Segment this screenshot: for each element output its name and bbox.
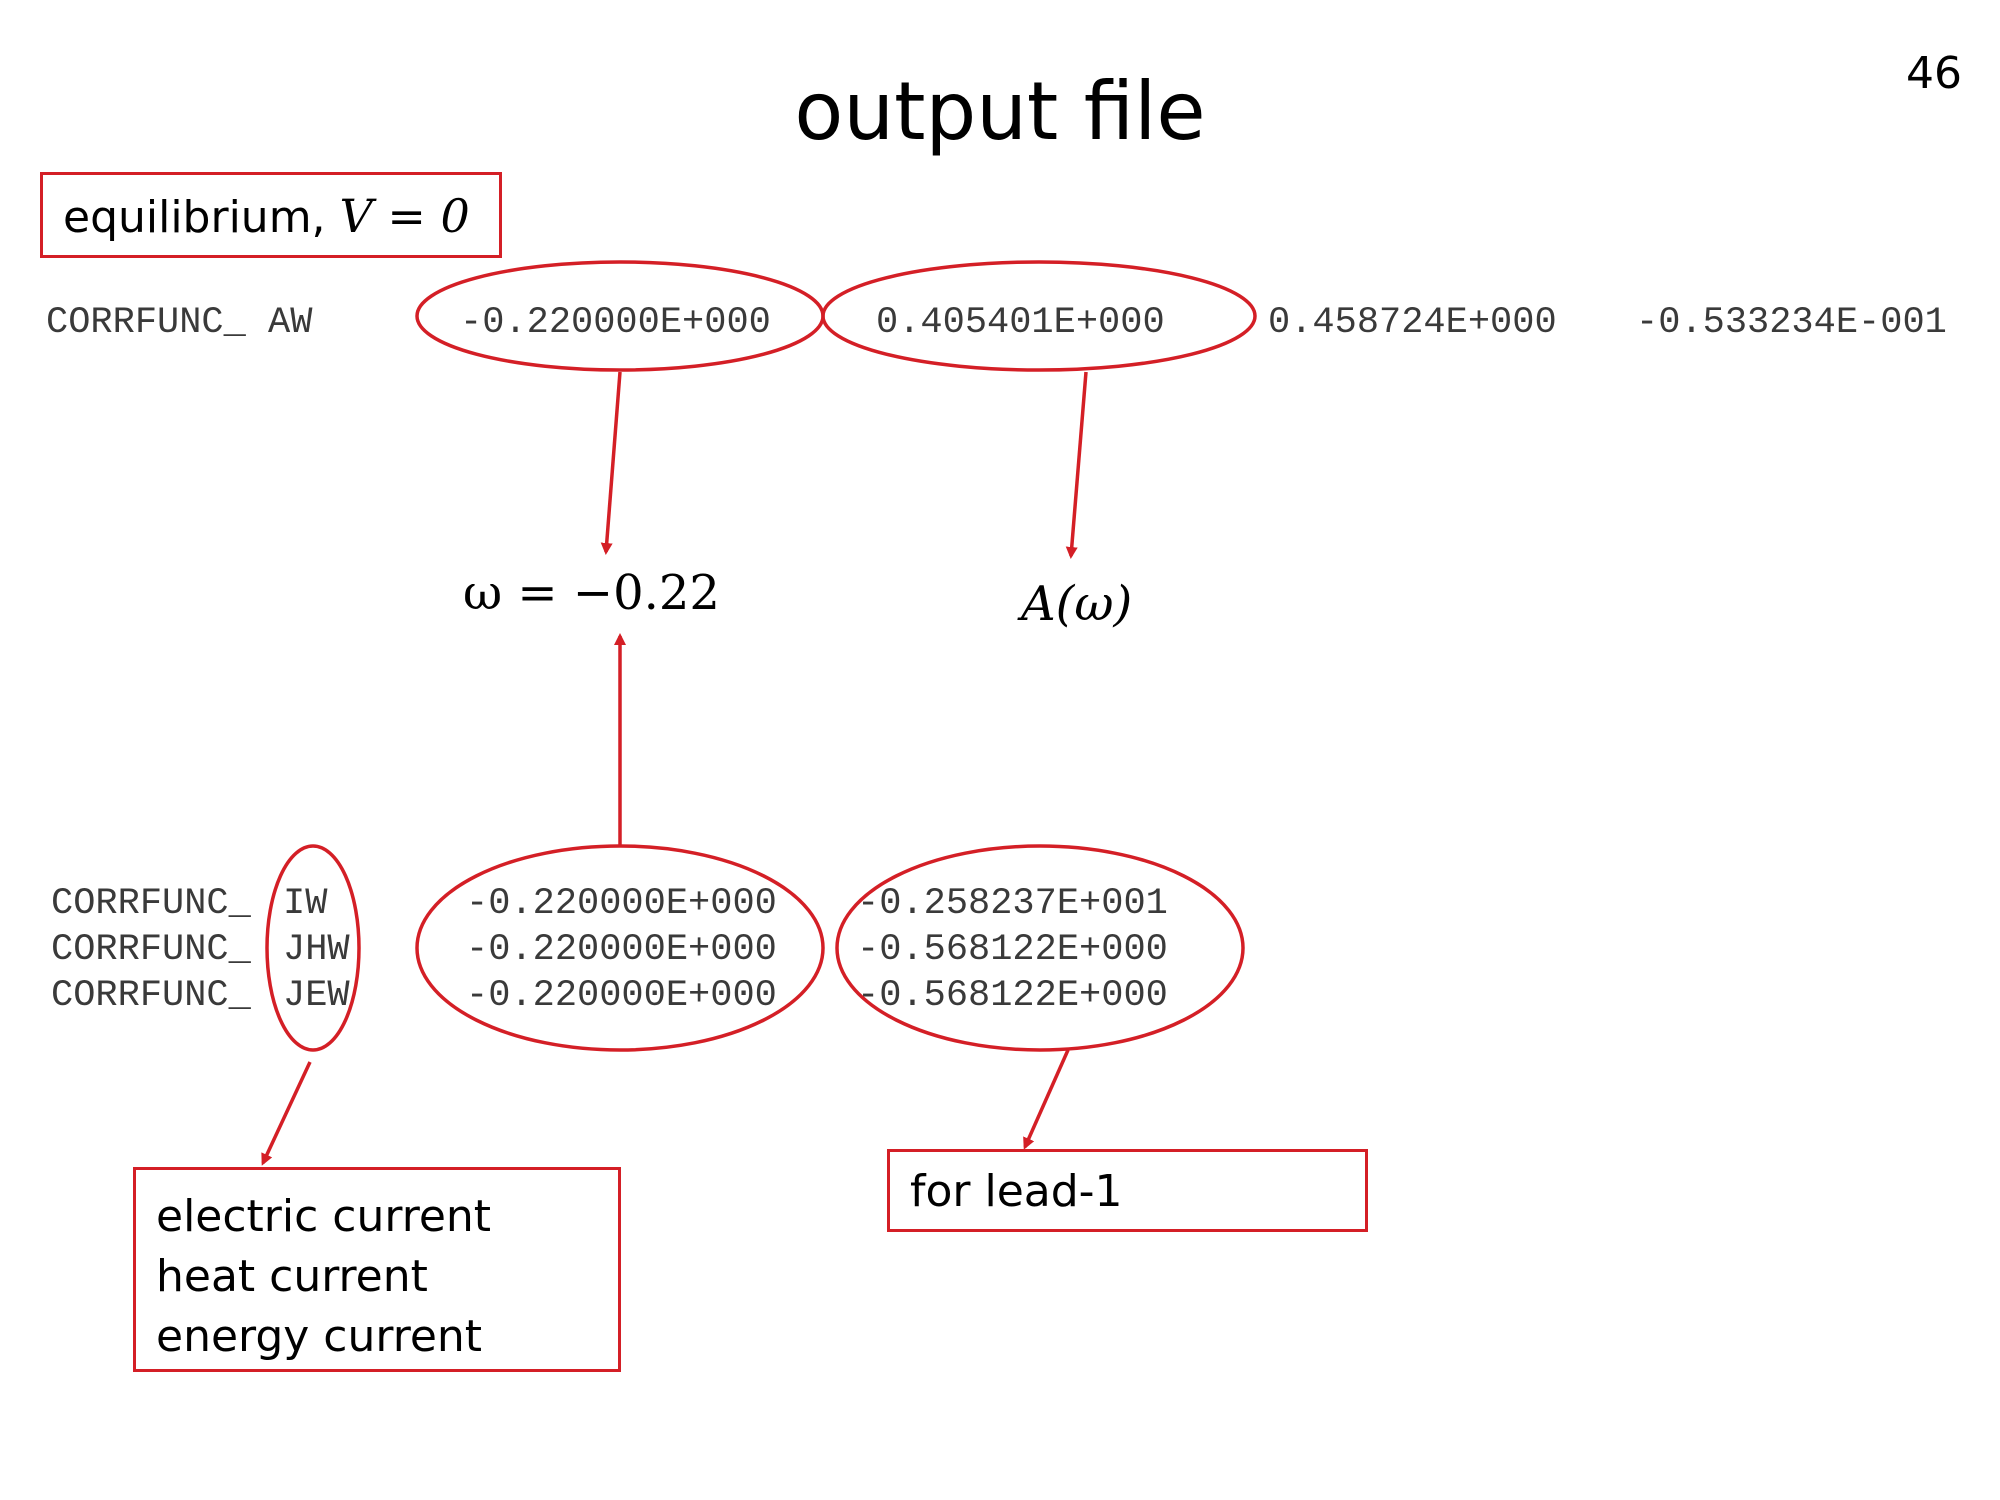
current-type-heat: heat current: [156, 1251, 428, 1302]
current-type-energy: energy current: [156, 1311, 483, 1362]
equilibrium-label-box: equilibrium, V = 0: [40, 172, 502, 258]
spectral-highlight-ellipse: [821, 260, 1257, 372]
aw-value-4: -0.533234E-001: [1636, 302, 1947, 344]
row-code-jew: JEW: [283, 975, 350, 1017]
arrow-to-current-types: [261, 1061, 312, 1166]
row-prefix: CORRFUNC_: [51, 929, 251, 971]
aw-value-3: 0.458724E+000: [1268, 302, 1557, 344]
voltage-equation: V = 0: [339, 189, 470, 243]
current-type-electric: electric current: [156, 1191, 492, 1242]
arrow-to-spectral: [1065, 371, 1088, 559]
row-code-iw: IW: [283, 883, 328, 925]
aw-value-spectral: 0.405401E+000: [876, 302, 1165, 344]
current-types-box: electric current heat current energy cur…: [133, 1167, 621, 1372]
arrow-to-lead: [1023, 1049, 1070, 1150]
row-value-omega: -0.220000E+000: [466, 883, 777, 925]
lead-values-highlight-ellipse: [835, 844, 1245, 1052]
aw-row-label: CORRFUNC_ AW: [46, 302, 313, 344]
row-value-lead1: -0.568122E+000: [857, 975, 1168, 1017]
row-code-jhw: JHW: [283, 929, 350, 971]
omega-highlight-ellipse: [415, 260, 825, 372]
row-value-lead1: -0.568122E+000: [857, 929, 1168, 971]
equilibrium-text: equilibrium,: [63, 192, 340, 243]
omega-annotation: ω = −0.22: [463, 565, 720, 621]
current-code-highlight-ellipse: [265, 844, 361, 1052]
lead-label-box: for lead-1: [887, 1149, 1368, 1232]
spectral-function-annotation: A(ω): [1021, 576, 1133, 632]
row-value-omega: -0.220000E+000: [466, 929, 777, 971]
row-value-lead1: -0.258237E+001: [857, 883, 1168, 925]
row-prefix: CORRFUNC_: [51, 975, 251, 1017]
aw-value-omega: -0.220000E+000: [460, 302, 771, 344]
row-value-omega: -0.220000E+000: [466, 975, 777, 1017]
row-prefix: CORRFUNC_: [51, 883, 251, 925]
page-title: output file: [794, 65, 1206, 158]
page-number: 46: [1906, 48, 1962, 99]
row-omega-highlight-ellipse: [415, 844, 825, 1052]
arrow-to-omega: [600, 371, 622, 555]
lead-label: for lead-1: [910, 1166, 1123, 1217]
